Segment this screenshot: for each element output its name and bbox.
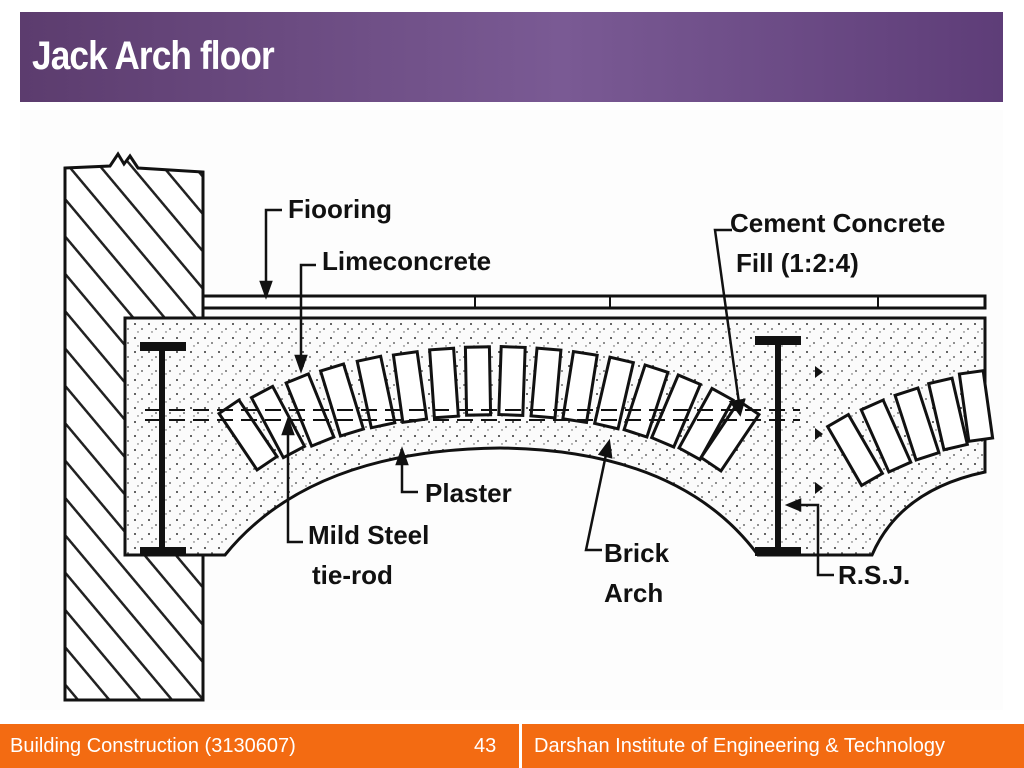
rsj-right	[755, 336, 823, 556]
footer-course: Building Construction (3130607)	[10, 735, 296, 757]
leader-lines	[259, 208, 834, 577]
label-plaster: Plaster	[425, 478, 512, 508]
label-cement-concrete-1: Cement Concrete	[730, 208, 945, 238]
label-brick-1: Brick	[604, 538, 670, 568]
footer-institute: Darshan Institute of Engineering & Techn…	[534, 735, 946, 757]
flooring-layer	[201, 294, 987, 310]
slide-title: Jack Arch floor	[32, 34, 275, 78]
label-mild-steel-1: Mild Steel	[308, 520, 429, 550]
rsj-left	[140, 342, 186, 556]
jack-arch-drawing: Fiooring Limeconcrete Cement Concrete Fi…	[63, 151, 995, 702]
label-limeconcrete: Limeconcrete	[322, 246, 491, 276]
label-brick-2: Arch	[604, 578, 663, 608]
label-flooring: Fiooring	[288, 194, 392, 224]
slide-title-bar: Jack Arch floor	[20, 12, 1003, 102]
footer-separator	[519, 724, 522, 768]
footer-institute-bar: Darshan Institute of Engineering & Techn…	[522, 724, 1024, 768]
label-mild-steel-2: tie-rod	[312, 560, 393, 590]
tie-rod	[145, 409, 800, 421]
footer-course-bar: Building Construction (3130607) 43	[0, 724, 519, 768]
footer-page-number: 43	[474, 735, 497, 757]
label-rsj: R.S.J.	[838, 560, 910, 590]
jack-arch-diagram: Fiooring Limeconcrete Cement Concrete Fi…	[20, 110, 1003, 710]
brick-arch-next-bay	[825, 368, 995, 488]
label-cement-concrete-2: Fill (1:2:4)	[736, 248, 859, 278]
